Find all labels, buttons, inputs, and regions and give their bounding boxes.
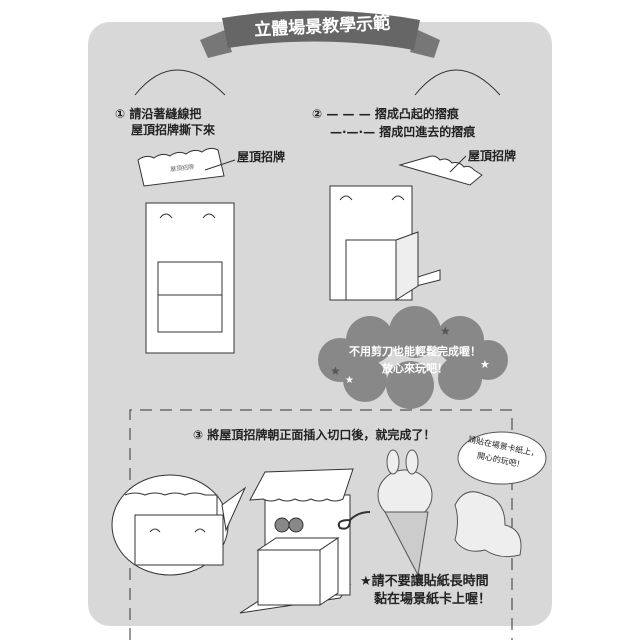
warning-line2: 黏在場景紙卡上喔！ bbox=[374, 592, 492, 607]
speech-cloud: ★ ★ ★ ★ bbox=[318, 306, 508, 409]
step1-line2: 屋頂招牌撕下來 bbox=[131, 123, 216, 137]
decor-arc-right bbox=[414, 69, 501, 96]
svg-text:★: ★ bbox=[440, 324, 451, 338]
step3-text: ③ 將屋頂招牌朝正面插入切口後，就完成了！ bbox=[193, 428, 436, 442]
step2-mountain-fold: ② — — — 摺成凸起的摺痕 bbox=[312, 107, 459, 121]
title-ribbon bbox=[200, 10, 440, 58]
roof-sign-flat bbox=[137, 147, 236, 187]
warning-line1: ★請不要讓貼紙長時間 bbox=[360, 574, 489, 589]
assembled-scene bbox=[239, 468, 371, 614]
cherry-icon bbox=[274, 517, 290, 533]
roof-sign-folded bbox=[398, 155, 483, 186]
folded-scene-card bbox=[329, 185, 441, 301]
step1-sign-label: 屋頂招牌 bbox=[237, 150, 286, 164]
svg-text:★: ★ bbox=[480, 358, 490, 371]
cloud-line1: 不用剪刀也能輕鬆完成喔！ bbox=[349, 345, 481, 358]
cut-line-frame bbox=[129, 409, 513, 640]
svg-text:★: ★ bbox=[330, 364, 341, 378]
svg-text:★: ★ bbox=[345, 375, 354, 386]
flat-scene-card bbox=[145, 202, 235, 354]
sticker-unicorn bbox=[454, 491, 522, 558]
zoom-detail-bubble bbox=[111, 474, 247, 576]
step2-sign-label: 屋頂招牌 bbox=[468, 149, 517, 163]
sticker-note-bubble bbox=[457, 431, 547, 485]
step1-line1: ① 請沿著縫線把 bbox=[115, 107, 202, 121]
cloud-line2: 放心來玩吧！ bbox=[382, 362, 448, 375]
cloud-message: 不用剪刀也能輕鬆完成喔！ 放心來玩吧！ bbox=[325, 343, 505, 377]
sticker-bunny-icecream bbox=[377, 449, 433, 577]
decor-arc-left bbox=[134, 69, 226, 96]
step2-valley-fold: —·—·— 摺成凹進去的摺痕 bbox=[330, 125, 476, 139]
